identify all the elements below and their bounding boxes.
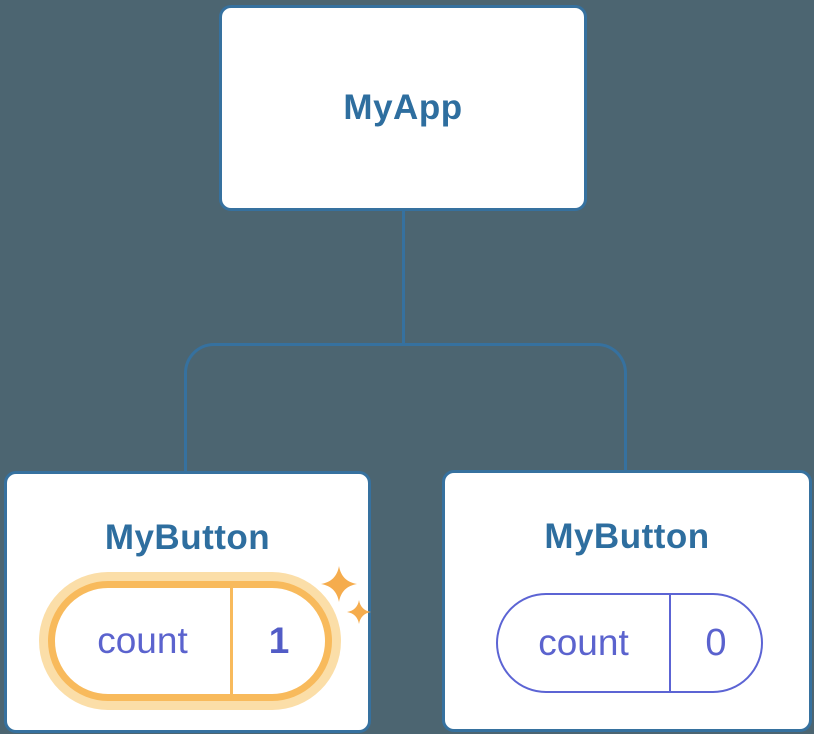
state-key-label: count: [97, 620, 188, 661]
state-value: 1: [268, 620, 290, 661]
node-mybutton-left: MyButton count 1: [4, 471, 371, 733]
state-key-section: count: [498, 595, 669, 691]
state-value-section: 0: [671, 595, 761, 691]
state-value: 0: [705, 621, 727, 664]
node-myapp: MyApp: [219, 5, 587, 211]
state-pill-highlighted: count 1: [48, 581, 332, 701]
state-pill: count 0: [496, 593, 763, 693]
sparkle-icon: [347, 600, 371, 624]
edge-branch-connector: [184, 343, 627, 473]
state-value-section: 1: [233, 588, 325, 694]
node-myapp-label: MyApp: [343, 88, 463, 127]
state-key-label: count: [538, 622, 629, 663]
node-mybutton-left-label: MyButton: [104, 518, 271, 557]
pill-divider: [230, 588, 233, 694]
node-mybutton-right-label: MyButton: [544, 517, 710, 556]
edge-root-stem: [402, 209, 405, 345]
sparkle-icon: [321, 566, 357, 602]
pill-divider: [669, 595, 671, 691]
node-mybutton-right: MyButton count 0: [442, 470, 812, 732]
state-key-section: count: [55, 588, 230, 694]
